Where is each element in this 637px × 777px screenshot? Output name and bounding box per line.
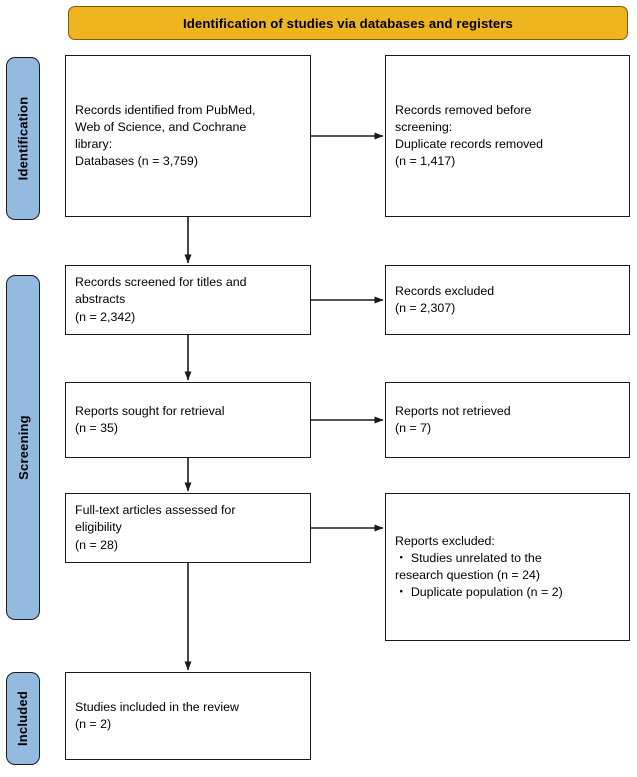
box-records-identified-text: Records identified from PubMed, Web of S… <box>75 102 256 169</box>
diagram-banner: Identification of studies via databases … <box>68 6 628 40</box>
box-records-excluded-text: Records excluded (n = 2,307) <box>395 283 495 315</box>
stage-label-included: Included <box>15 690 31 747</box>
box-studies-included-text: Studies included in the review (n = 2) <box>75 699 239 731</box>
box-records-excluded: Records excluded (n = 2,307) <box>385 265 630 335</box>
banner-title: Identification of studies via databases … <box>183 15 513 31</box>
box-studies-included: Studies included in the review (n = 2) <box>65 672 311 760</box>
box-records-removed: Records removed before screening: Duplic… <box>385 55 630 217</box>
box-records-screened-text: Records screened for titles and abstract… <box>75 275 247 324</box>
box-reports-sought-text: Reports sought for retrieval (n = 35) <box>75 403 225 435</box>
stage-pill-screening: Screening <box>6 275 40 620</box>
stage-label-identification: Identification <box>15 96 31 181</box>
box-reports-not-retrieved-text: Reports not retrieved (n = 7) <box>395 403 511 435</box>
stage-label-screening: Screening <box>15 415 31 480</box>
box-records-screened: Records screened for titles and abstract… <box>65 265 311 335</box>
stage-pill-included: Included <box>6 672 40 765</box>
box-records-removed-text: Records removed before screening: Duplic… <box>395 102 544 169</box>
box-reports-excluded: Reports excluded: ・ Studies unrelated to… <box>385 493 630 641</box>
box-reports-excluded-text: Reports excluded: ・ Studies unrelated to… <box>395 533 563 600</box>
box-records-identified: Records identified from PubMed, Web of S… <box>65 55 311 217</box>
box-fulltext-assessed-text: Full-text articles assessed for eligibil… <box>75 503 236 552</box>
box-reports-not-retrieved: Reports not retrieved (n = 7) <box>385 382 630 458</box>
box-fulltext-assessed: Full-text articles assessed for eligibil… <box>65 493 311 563</box>
box-reports-sought: Reports sought for retrieval (n = 35) <box>65 382 311 458</box>
stage-pill-identification: Identification <box>6 57 40 220</box>
